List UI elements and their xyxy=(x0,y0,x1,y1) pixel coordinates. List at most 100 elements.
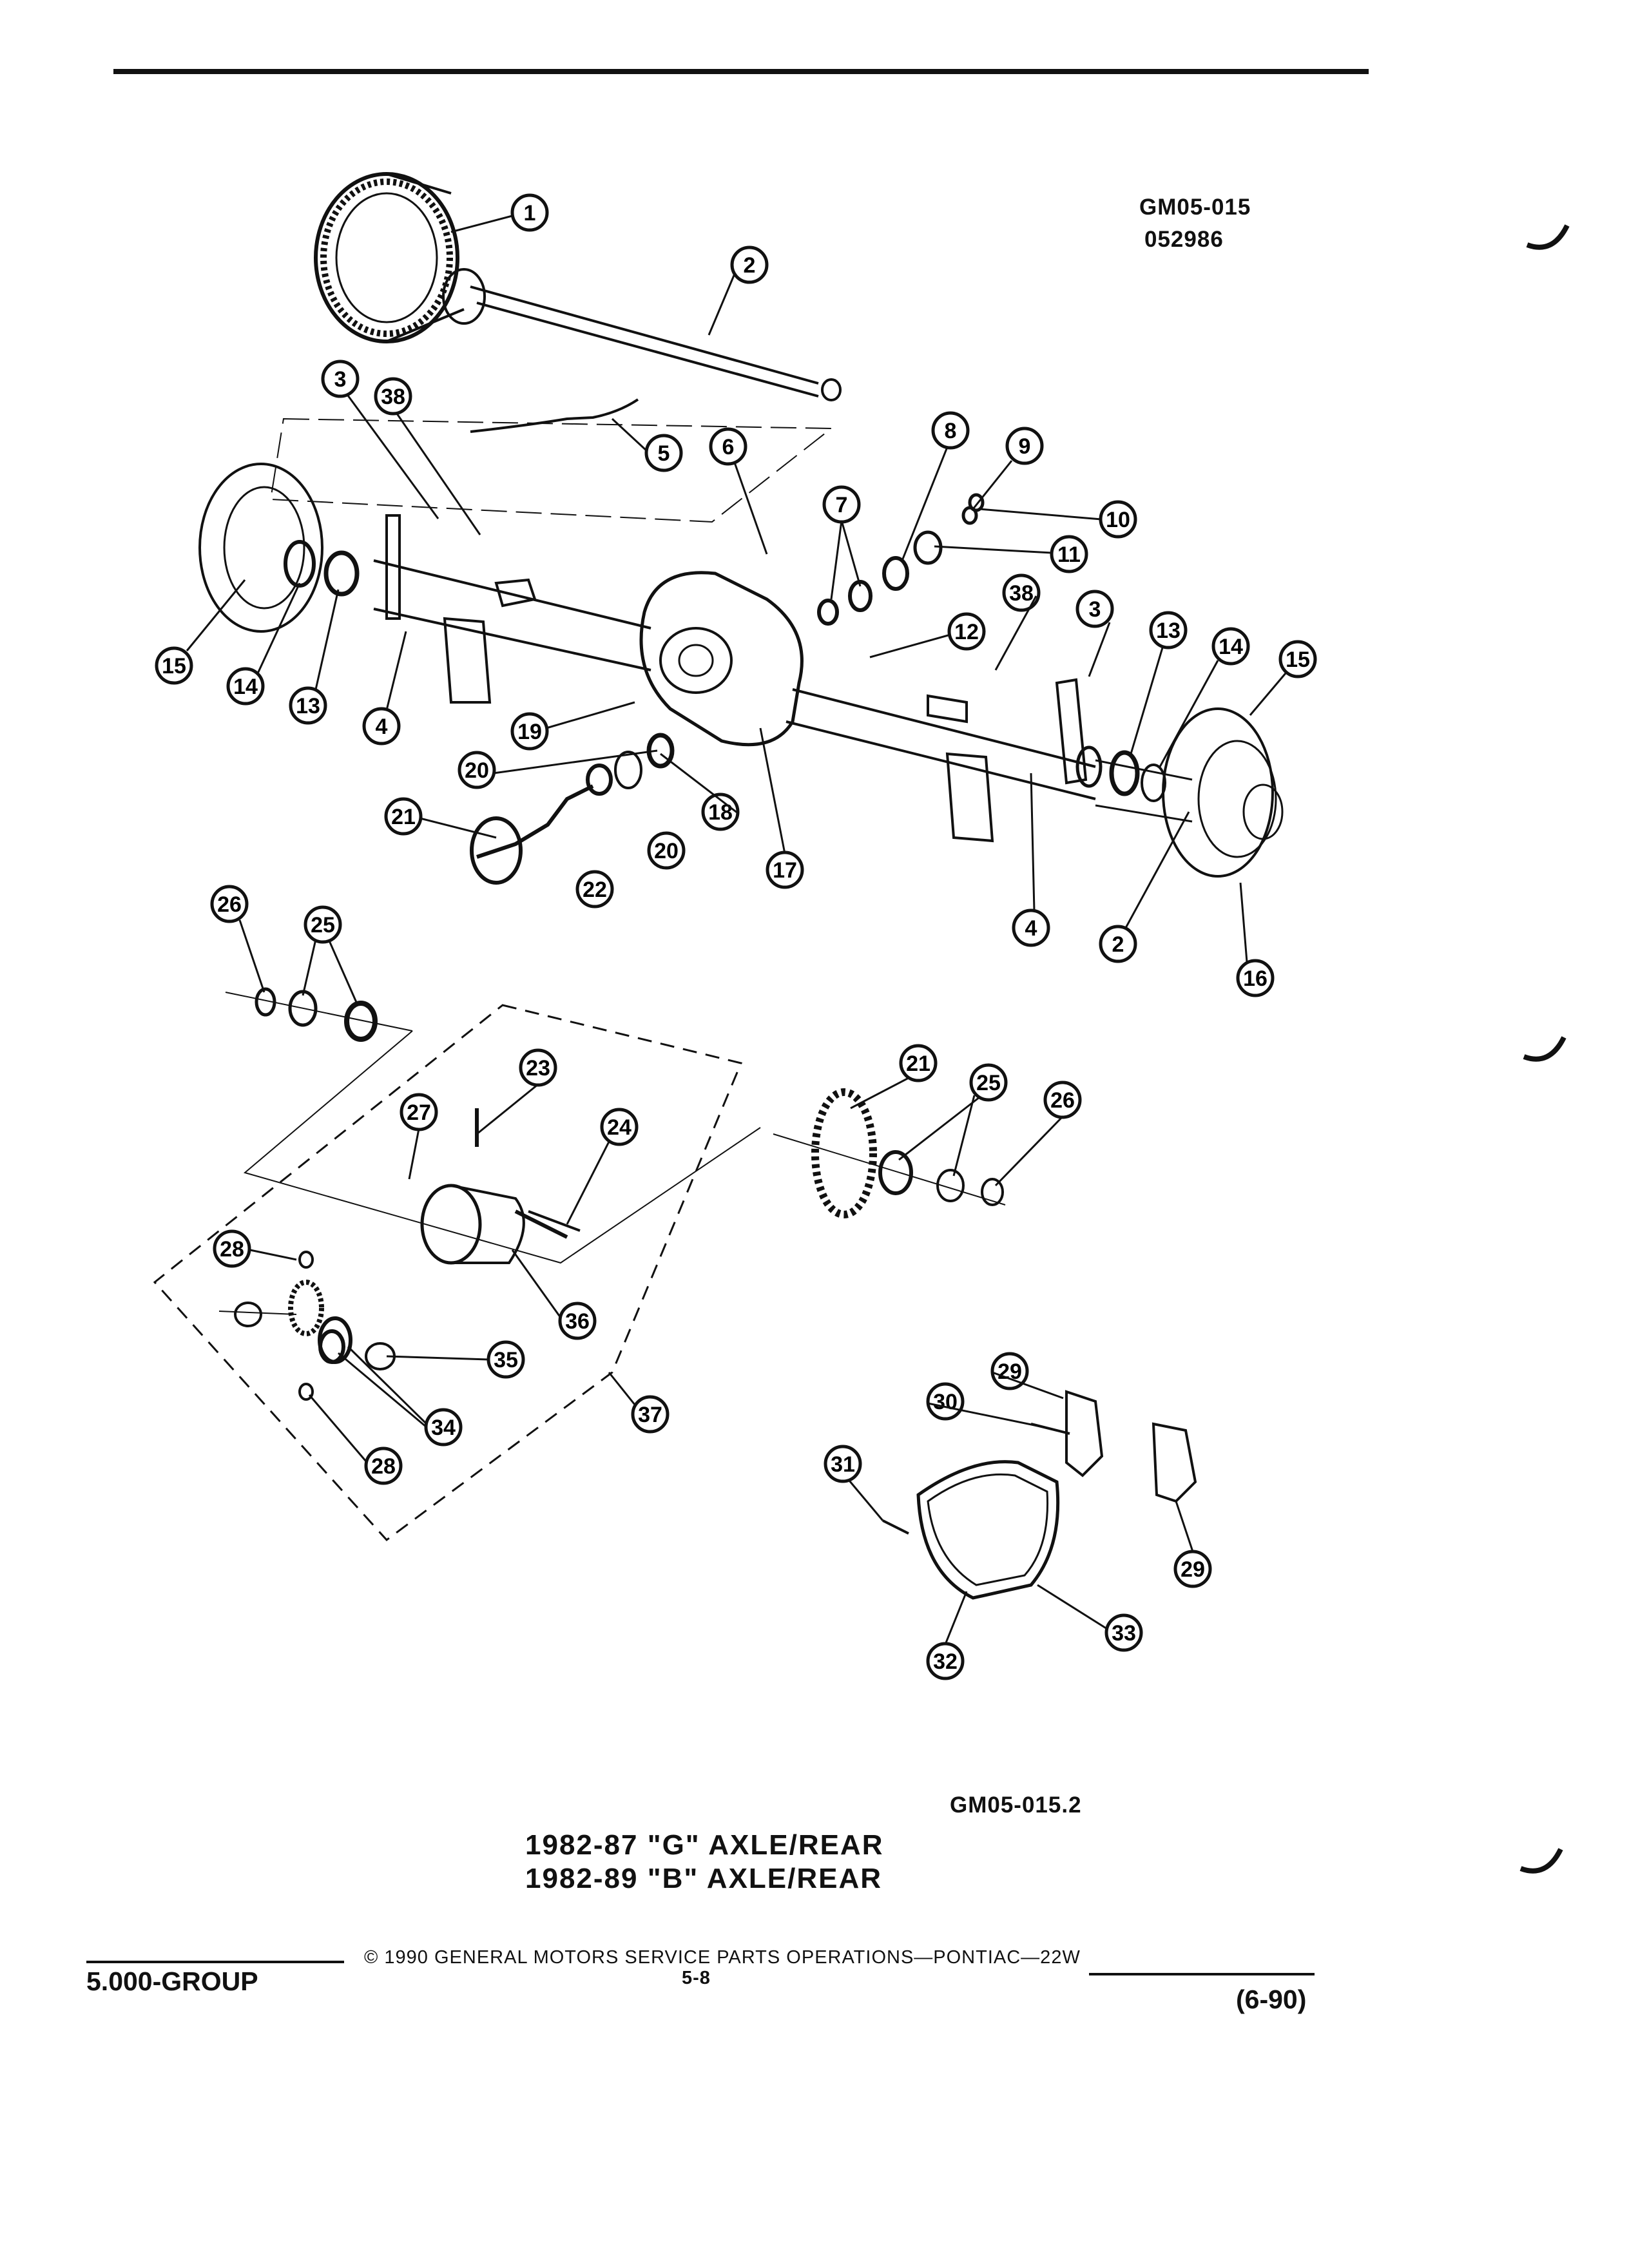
leader-line xyxy=(385,631,407,711)
leader-line xyxy=(386,1355,489,1361)
top-rule xyxy=(113,69,1369,74)
callout-36: 36 xyxy=(558,1302,597,1340)
right-wheel-end xyxy=(1075,707,1284,878)
leader-line xyxy=(256,582,301,674)
differential-case xyxy=(420,1108,581,1265)
footer-rule-right xyxy=(1089,1973,1315,1975)
svg-text:25: 25 xyxy=(976,1071,1001,1095)
leader-line xyxy=(733,462,768,555)
svg-text:36: 36 xyxy=(565,1309,590,1334)
svg-text:32: 32 xyxy=(933,1649,958,1674)
callout-22: 22 xyxy=(575,870,614,908)
ref-date-code: 052986 xyxy=(1144,227,1224,252)
svg-text:38: 38 xyxy=(381,385,405,409)
callout-16: 16 xyxy=(1236,959,1275,997)
leader-line xyxy=(419,817,497,839)
svg-text:9: 9 xyxy=(1019,434,1031,459)
svg-text:26: 26 xyxy=(1050,1088,1075,1113)
leader-line xyxy=(850,1077,909,1110)
svg-text:33: 33 xyxy=(1112,1621,1136,1646)
callout-6: 6 xyxy=(709,427,747,466)
callout-28: 28 xyxy=(364,1446,403,1485)
leader-frame xyxy=(243,1030,761,1264)
svg-text:7: 7 xyxy=(836,493,848,517)
callout-21: 21 xyxy=(384,797,423,836)
callout-26: 26 xyxy=(1043,1081,1082,1119)
callout-13: 13 xyxy=(1149,611,1188,649)
callout-29: 29 xyxy=(990,1352,1029,1390)
leader-line xyxy=(927,1402,1045,1428)
leader-line xyxy=(979,508,1102,521)
svg-text:15: 15 xyxy=(162,654,186,678)
svg-text:20: 20 xyxy=(654,839,679,863)
svg-text:24: 24 xyxy=(607,1115,631,1140)
svg-text:17: 17 xyxy=(773,858,797,883)
leader-line xyxy=(660,753,738,814)
leader-line xyxy=(408,1128,420,1180)
callout-35: 35 xyxy=(487,1340,525,1379)
callout-13: 13 xyxy=(289,686,327,725)
callout-3: 3 xyxy=(321,360,360,398)
leader-line xyxy=(708,273,736,336)
leader-line xyxy=(1159,660,1219,767)
footer-rule-left xyxy=(86,1961,344,1963)
brake-cable xyxy=(470,398,639,433)
svg-text:27: 27 xyxy=(407,1100,431,1125)
callout-7: 7 xyxy=(822,485,861,524)
svg-text:22: 22 xyxy=(583,878,607,902)
leader-line xyxy=(1124,811,1190,928)
callout-17: 17 xyxy=(766,850,804,889)
callout-2: 2 xyxy=(730,245,769,284)
leader-line xyxy=(952,1095,976,1177)
svg-text:3: 3 xyxy=(1089,597,1101,622)
svg-text:15: 15 xyxy=(1286,648,1310,672)
callout-15: 15 xyxy=(155,646,193,685)
binder-mark-top xyxy=(1526,224,1570,250)
leader-line xyxy=(759,727,786,854)
svg-text:25: 25 xyxy=(311,913,335,937)
leader-line xyxy=(347,1345,428,1425)
svg-text:38: 38 xyxy=(1009,581,1034,606)
leader-line xyxy=(901,447,949,561)
leader-line xyxy=(249,1249,297,1261)
leader-line xyxy=(994,595,1037,671)
callout-24: 24 xyxy=(600,1108,639,1146)
svg-text:1: 1 xyxy=(524,201,536,226)
svg-text:12: 12 xyxy=(954,620,979,644)
svg-text:34: 34 xyxy=(431,1416,456,1440)
callout-10: 10 xyxy=(1099,500,1137,539)
svg-text:21: 21 xyxy=(906,1052,930,1076)
svg-text:30: 30 xyxy=(933,1390,958,1414)
leader-line xyxy=(1030,773,1036,912)
leader-line xyxy=(898,1096,980,1161)
footer-page: 5-8 xyxy=(682,1968,711,1988)
svg-text:13: 13 xyxy=(296,694,320,718)
callout-12: 12 xyxy=(947,612,986,651)
svg-text:16: 16 xyxy=(1243,966,1268,991)
leader-line xyxy=(347,395,439,519)
leader-line xyxy=(1130,645,1164,754)
callout-34: 34 xyxy=(424,1408,463,1446)
callout-14: 14 xyxy=(226,667,265,706)
svg-text:20: 20 xyxy=(465,758,489,783)
carrier-bearings-left xyxy=(225,987,413,1042)
leader-line xyxy=(840,520,862,587)
rear-cover xyxy=(882,1460,1060,1600)
leader-line xyxy=(450,215,513,233)
svg-text:23: 23 xyxy=(526,1056,550,1081)
callout-37: 37 xyxy=(631,1395,670,1434)
svg-text:5: 5 xyxy=(658,441,670,466)
callout-4: 4 xyxy=(1012,908,1050,947)
callout-20: 20 xyxy=(458,751,496,789)
leader-line xyxy=(511,1249,562,1318)
callout-11: 11 xyxy=(1050,535,1088,573)
leader-line xyxy=(566,1141,610,1225)
leader-line xyxy=(994,1115,1064,1187)
leader-line xyxy=(972,460,1013,510)
callout-14: 14 xyxy=(1211,627,1250,666)
leader-line xyxy=(869,633,951,658)
callout-19: 19 xyxy=(510,712,549,751)
binder-mark-middle xyxy=(1523,1036,1566,1062)
callout-3: 3 xyxy=(1075,590,1114,628)
